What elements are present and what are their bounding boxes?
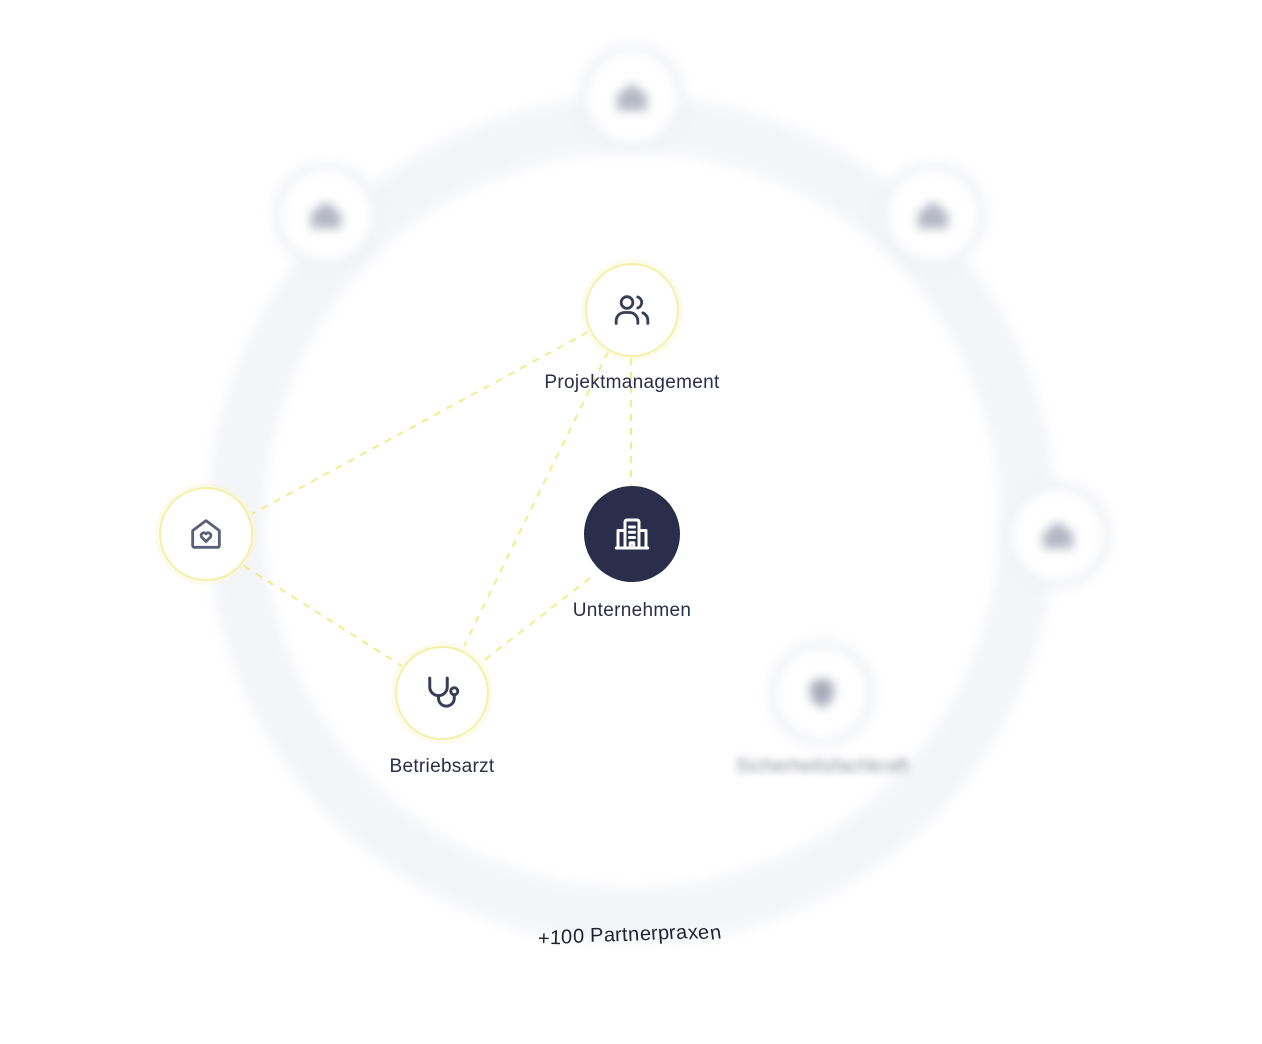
house-icon xyxy=(311,201,341,229)
node-company[interactable] xyxy=(584,486,680,582)
partner-node-top xyxy=(585,50,679,144)
node-company-doctor[interactable] xyxy=(395,646,489,740)
partner-node-top-right xyxy=(886,168,980,262)
house-icon xyxy=(617,83,647,111)
partner-node-right xyxy=(1011,488,1105,582)
label-company-doctor: Betriebsarzt xyxy=(389,756,495,777)
home-heart-icon xyxy=(191,519,221,549)
line-project-health xyxy=(251,331,589,515)
house-icon xyxy=(1043,521,1073,549)
house-icon xyxy=(918,201,948,229)
node-health[interactable] xyxy=(159,487,253,581)
label-safety-specialist: Sicherheitsfachkraft xyxy=(735,756,909,777)
shield-icon xyxy=(810,678,834,708)
node-safety-specialist xyxy=(775,646,869,740)
partner-node-top-left xyxy=(279,168,373,262)
line-health-doctor xyxy=(243,565,403,667)
partner-count-label: +100 Partnerpraxen xyxy=(537,921,723,951)
node-project-management[interactable] xyxy=(585,263,679,357)
label-company: Unternehmen xyxy=(572,600,692,621)
label-project-management: Projektmanagement xyxy=(544,372,720,393)
stethoscope-icon xyxy=(428,676,460,708)
users-icon xyxy=(614,295,650,325)
building-icon xyxy=(614,518,650,550)
partner-count-text: +100 Partnerpraxen xyxy=(537,921,723,951)
line-center-doctor xyxy=(481,577,591,663)
line-project-doctor xyxy=(463,351,609,647)
